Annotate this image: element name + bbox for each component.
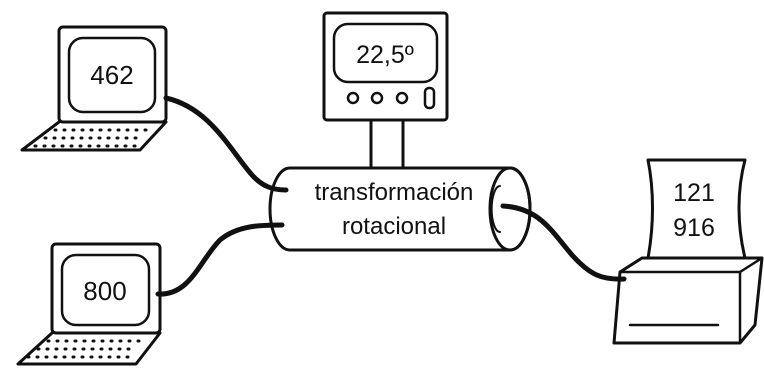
cylinder-label-line1: transformación xyxy=(315,179,474,206)
printer-line2: 916 xyxy=(673,214,715,242)
laptop-computer-bottom: 800 xyxy=(16,242,162,366)
laptop-computer-top: 462 xyxy=(20,25,168,152)
laptop-computer-icon xyxy=(20,25,168,152)
angle-meter: 22,5º xyxy=(322,11,449,170)
digital-meter-icon xyxy=(322,11,449,170)
cable-top-computer xyxy=(163,95,289,193)
cylinder-label-line2: rotacional xyxy=(342,213,446,240)
transform-cylinder: transformación rotacional xyxy=(268,166,532,252)
printer-line1: 121 xyxy=(673,179,715,207)
cable-bottom-computer xyxy=(155,222,285,297)
top-computer-screen-value: 462 xyxy=(90,60,133,90)
cylinder-transformer-icon xyxy=(268,166,532,252)
printer-icon xyxy=(612,158,764,345)
cable-printer xyxy=(500,203,627,282)
printer: 121 916 xyxy=(612,158,764,345)
laptop-computer-icon xyxy=(16,242,162,366)
bottom-computer-screen-value: 800 xyxy=(83,276,126,306)
angle-meter-value: 22,5º xyxy=(356,41,414,69)
